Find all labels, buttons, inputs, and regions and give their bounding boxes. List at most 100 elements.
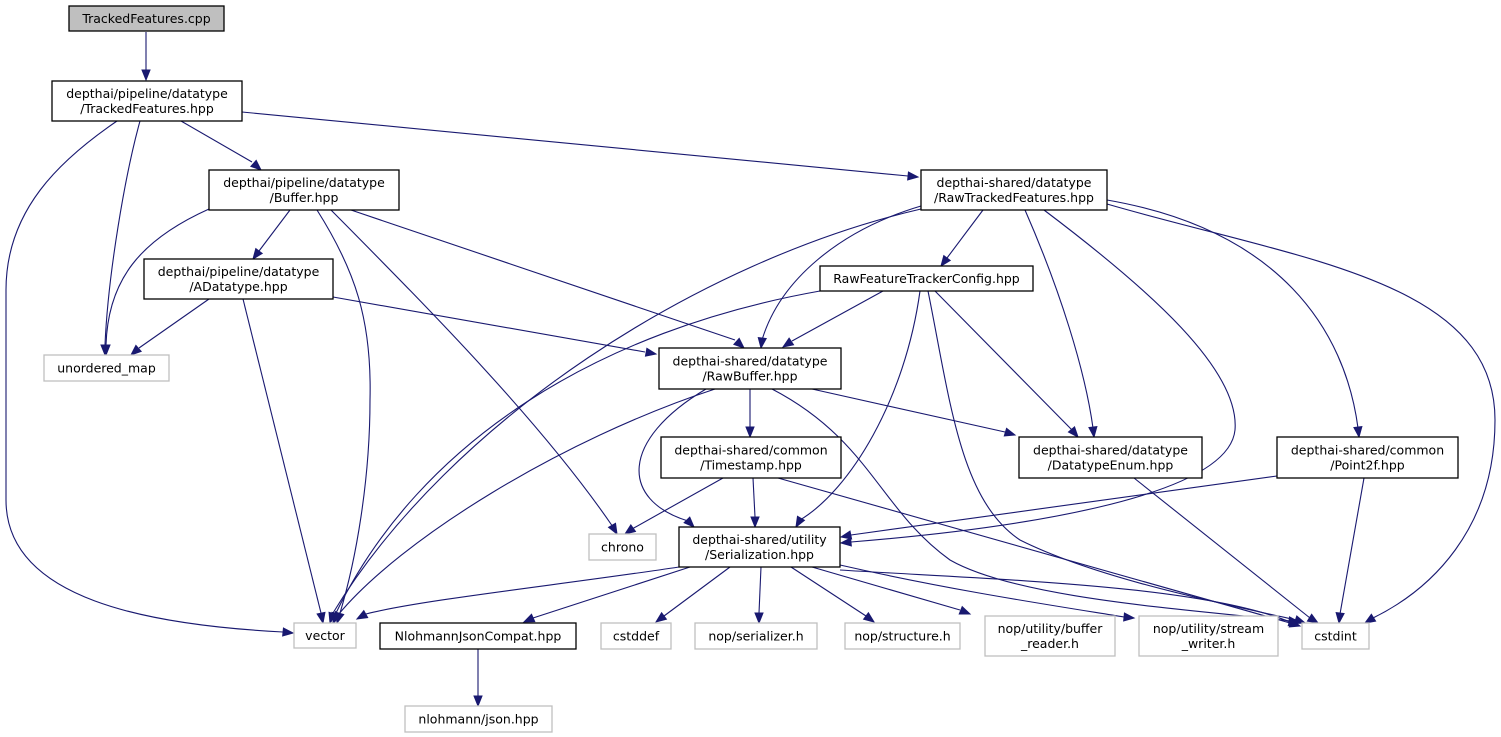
node-label: nop/utility/buffer: [998, 621, 1104, 636]
node-box: [1138, 615, 1279, 657]
node-nlohmannjsoncompat[interactable]: NlohmannJsonCompat.hpp: [379, 622, 577, 650]
edge-serialization-to-nop_stream_writer: [839, 564, 1136, 622]
arrowhead-icon: [781, 337, 795, 348]
arrowhead-icon: [355, 609, 369, 620]
edge-rawtrackedfeatures-to-point2f: [1106, 199, 1363, 439]
arrowhead-icon: [745, 426, 755, 439]
edge-line: [752, 477, 756, 518]
node-label: cstdint: [1314, 629, 1357, 644]
edge-line: [332, 296, 646, 353]
edge-line: [839, 569, 1291, 623]
edge-line: [365, 566, 680, 615]
edge-serialization-to-cstddef: [654, 566, 731, 623]
node-label: cstddef: [613, 629, 660, 644]
edge-timestamp-to-chrono: [623, 477, 724, 535]
edge-rawbuffer-to-cstdint: [771, 388, 1301, 626]
arrowhead-icon: [1067, 425, 1079, 439]
edge-line: [335, 290, 821, 614]
node-label: /DatatypeEnum.hpp: [1048, 458, 1174, 473]
edge-rawbuffer-to-datatypeenum: [811, 388, 1017, 437]
arrowhead-icon: [683, 516, 695, 528]
arrowhead-icon: [1287, 617, 1301, 627]
node-label: /Serialization.hpp: [705, 547, 814, 562]
node-label: /Buffer.hpp: [270, 190, 339, 205]
node-serialization[interactable]: depthai-shared/utility/Serialization.hpp: [678, 526, 841, 568]
arrowhead-icon: [522, 613, 536, 623]
arrowhead-icon: [1088, 426, 1098, 439]
node-label: nlohmann/json.hpp: [418, 712, 538, 727]
node-label: RawFeatureTrackerConfig.hpp: [833, 271, 1020, 286]
edge-line: [850, 209, 1236, 543]
edge-datatypeenum-to-cstdint: [1133, 477, 1320, 624]
edge-line: [791, 290, 884, 342]
edge-serialization-to-vector: [355, 566, 680, 620]
edge-line: [811, 566, 961, 611]
node-label: /TrackedFeatures.hpp: [80, 101, 214, 116]
edge-line: [316, 209, 371, 614]
arrowhead-icon: [282, 627, 295, 637]
edge-line: [638, 388, 707, 522]
edge-line: [5, 120, 284, 633]
edge-serialization-to-nop_serializer: [754, 566, 764, 625]
arrowhead-icon: [733, 337, 746, 349]
edge-rawbuffer-to-serialization: [638, 388, 707, 528]
node-adatatype[interactable]: depthai/pipeline/datatype/ADatatype.hpp: [143, 258, 334, 300]
node-label: depthai/pipeline/datatype: [66, 86, 228, 101]
node-cstdint: cstdint: [1301, 622, 1370, 650]
arrowhead-icon: [839, 537, 852, 547]
edge-line: [104, 120, 141, 346]
edge-rawtrackedfeatures-to-rawfeaturetrackerconfig: [940, 209, 984, 268]
edge-line: [330, 209, 614, 528]
edge-line: [946, 209, 984, 259]
node-label: depthai-shared/datatype: [673, 354, 828, 369]
edge-nlohmannjsoncompat-to-nlohmann_json: [473, 649, 483, 708]
node-label: depthai-shared/utility: [692, 532, 827, 547]
node-rawbuffer[interactable]: depthai-shared/datatype/RawBuffer.hpp: [658, 347, 842, 390]
arrowhead-icon: [332, 610, 343, 624]
node-nop-buffer-reader: nop/utility/buffer_reader.h: [984, 615, 1116, 657]
node-label: _writer.h: [1181, 636, 1236, 651]
arrowhead-icon: [252, 247, 264, 261]
edge-line: [811, 388, 1006, 433]
arrowhead-icon: [750, 516, 760, 529]
node-timestamp[interactable]: depthai-shared/common/Timestamp.hpp: [660, 436, 842, 479]
node-trackedfeatures[interactable]: depthai/pipeline/datatype/TrackedFeature…: [51, 80, 243, 122]
node-label: /ADatatype.hpp: [189, 279, 287, 294]
edge-line: [758, 566, 762, 614]
arrowhead-icon: [1123, 612, 1136, 622]
edge-line: [1024, 209, 1094, 429]
node-rawtrackedfeatures[interactable]: depthai-shared/datatype/RawTrackedFeatur…: [920, 169, 1108, 211]
node-datatypeenum[interactable]: depthai-shared/datatype/DatatypeEnum.hpp: [1018, 436, 1203, 479]
node-cstddef: cstddef: [600, 622, 672, 650]
edge-line: [1106, 203, 1496, 619]
node-buffer[interactable]: depthai/pipeline/datatype/Buffer.hpp: [208, 169, 400, 211]
node-box: [600, 622, 672, 650]
node-box: [1018, 436, 1203, 479]
node-label: nop/utility/stream: [1153, 621, 1264, 636]
edge-rawfeaturetrackerconfig-to-serialization: [795, 290, 921, 529]
arrowhead-icon: [754, 612, 764, 625]
node-point2f[interactable]: depthai-shared/common/Point2f.hpp: [1276, 436, 1459, 479]
edge-trackedfeatures-to-buffer: [180, 120, 263, 171]
edge-line: [241, 111, 909, 177]
edge-line: [242, 298, 322, 614]
node-nop-stream-writer: nop/utility/stream_writer.h: [1138, 615, 1279, 657]
edge-serialization-to-nop_structure: [790, 566, 876, 623]
arrowhead-icon: [1306, 613, 1320, 624]
node-root[interactable]: TrackedFeatures.cpp: [68, 5, 225, 32]
node-rawfeaturetrackerconfig[interactable]: RawFeatureTrackerConfig.hpp: [819, 265, 1034, 292]
edge-buffer-to-unordered_map: [101, 208, 210, 357]
node-box: [819, 265, 1034, 292]
node-label: depthai-shared/datatype: [937, 175, 1092, 190]
edge-point2f-to-cstdint: [1335, 477, 1365, 625]
edge-root-to-trackedfeatures: [141, 32, 151, 82]
node-label: depthai-shared/common: [1291, 443, 1444, 458]
edge-line: [532, 566, 691, 619]
edge-adatatype-to-vector: [242, 298, 326, 625]
node-label: chrono: [601, 540, 644, 555]
node-nlohmann-json: nlohmann/json.hpp: [404, 705, 553, 733]
edge-serialization-to-nop_buffer_reader: [811, 566, 972, 615]
edge-line: [105, 208, 210, 346]
node-box: [143, 258, 334, 300]
